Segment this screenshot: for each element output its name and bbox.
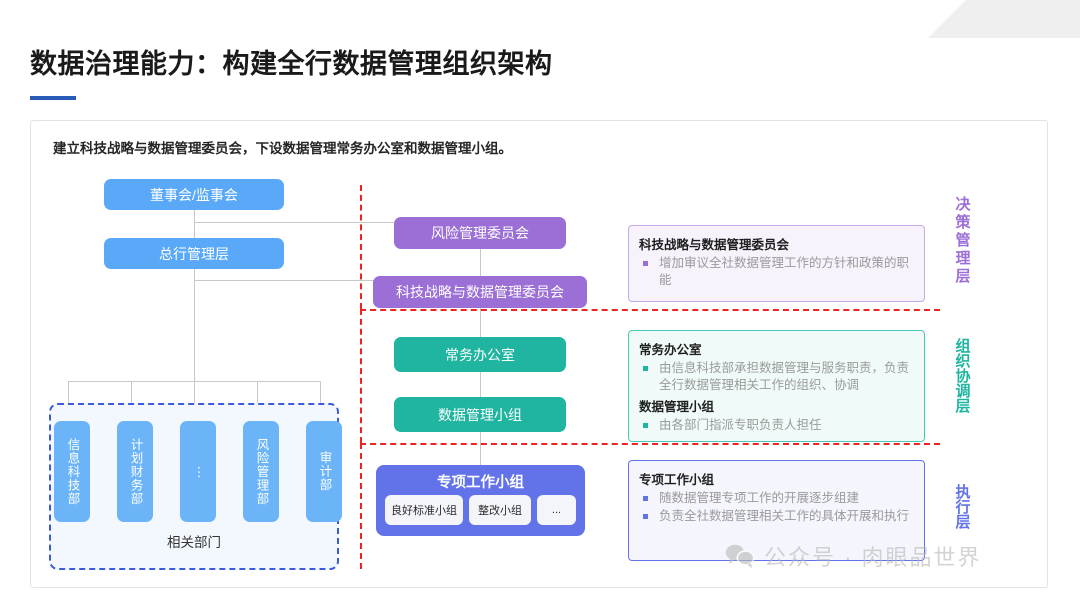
watermark: 公众号 · 肉眼品世界	[725, 540, 982, 572]
connector-line	[194, 381, 195, 419]
corner-decoration	[928, 0, 1080, 38]
connector-line	[194, 222, 394, 223]
zone-divider-vertical	[360, 309, 362, 443]
connector-line	[480, 248, 481, 280]
zone-divider-decision-coordination	[360, 309, 940, 311]
work-group-chip[interactable]: ...	[537, 495, 576, 525]
description-bullet-text: 随数据管理专项工作的开展逐步组建	[659, 491, 860, 505]
description-heading-secondary: 数据管理小组	[639, 400, 715, 414]
org-box-board[interactable]: 董事会/监事会	[104, 179, 284, 210]
layer-label-coordination: 组织协调层	[953, 337, 971, 413]
special-work-group-title: 专项工作小组	[437, 475, 524, 491]
description-bullet: 随数据管理专项工作的开展逐步组建	[639, 490, 914, 507]
title-underline	[30, 96, 76, 100]
org-box-risk-committee[interactable]: 风险管理委员会	[394, 217, 566, 249]
connector-line	[480, 308, 481, 344]
content-card: 建立科技战略与数据管理委员会，下设数据管理常务办公室和数据管理小组。 董事会/监…	[30, 120, 1048, 588]
description-panel-standing-office: 常务办公室 由信息科技部承担数据管理与服务职责，负责全行数据管理相关工作的组织、…	[628, 330, 925, 442]
related-departments-caption: 相关部门	[167, 535, 221, 550]
org-box-label: 董事会/监事会	[150, 186, 238, 203]
description-bullet-text: 由各部门指派专职负责人担任	[659, 418, 822, 432]
page-title: 数据治理能力：构建全行数据管理组织架构	[30, 49, 553, 79]
connector-line	[480, 432, 481, 465]
description-panel-special-work-group: 专项工作小组 随数据管理专项工作的开展逐步组建 负责全社数据管理相关工作的具体开…	[628, 460, 925, 561]
connector-line	[480, 372, 481, 402]
department-box[interactable]: 风险管理部	[243, 421, 279, 522]
layer-label-decision: 决策管理层	[953, 196, 971, 286]
zone-divider-vertical	[360, 185, 362, 309]
related-departments-group: 信息科技部 计划财务部 ⋮ 风险管理部 审计部 相关部门	[49, 403, 342, 570]
wechat-icon	[725, 544, 755, 569]
watermark-text: 公众号 · 肉眼品世界	[764, 545, 982, 570]
department-box[interactable]: 信息科技部	[54, 421, 90, 522]
description-bullet: 由各部门指派专职负责人担任	[639, 417, 914, 434]
description-bullet-text: 增加审议全社数据管理工作的方针和政策的职能	[659, 256, 910, 287]
description-panel-tech-data-committee: 科技战略与数据管理委员会 增加审议全社数据管理工作的方针和政策的职能	[628, 225, 925, 302]
description-bullet-text: 负责全社数据管理相关工作的具体开展和执行	[659, 509, 910, 523]
zone-divider-coordination-execution	[360, 443, 940, 445]
zone-divider-vertical	[360, 443, 362, 569]
description-bullet: 负责全社数据管理相关工作的具体开展和执行	[639, 508, 914, 525]
layer-label-execution: 执行层	[953, 483, 971, 529]
description-bullet: 增加审议全社数据管理工作的方针和政策的职能	[639, 255, 914, 289]
connector-line	[320, 381, 321, 419]
description-heading: 科技战略与数据管理委员会	[639, 238, 790, 252]
org-box-head-office-management[interactable]: 总行管理层	[104, 238, 284, 269]
org-box-data-management-team[interactable]: 数据管理小组	[394, 397, 566, 432]
connector-line	[194, 280, 394, 281]
work-group-chip[interactable]: 整改小组	[469, 495, 531, 525]
description-bullet-text: 由信息科技部承担数据管理与服务职责，负责全行数据管理相关工作的组织、协调	[659, 361, 910, 392]
org-box-tech-data-committee[interactable]: 科技战略与数据管理委员会	[373, 276, 587, 308]
bullet-square-icon	[643, 514, 648, 519]
department-box[interactable]: ⋮	[180, 421, 216, 522]
bullet-square-icon	[643, 496, 648, 501]
department-box[interactable]: 计划财务部	[117, 421, 153, 522]
description-heading: 常务办公室	[639, 343, 702, 357]
bullet-square-icon	[643, 423, 648, 428]
connector-line	[131, 381, 132, 419]
department-box[interactable]: 审计部	[306, 421, 342, 522]
org-box-label: 常务办公室	[445, 346, 515, 363]
org-box-label: 总行管理层	[159, 245, 229, 262]
card-subtitle: 建立科技战略与数据管理委员会，下设数据管理常务办公室和数据管理小组。	[53, 141, 512, 156]
bullet-square-icon	[643, 261, 648, 266]
connector-line	[68, 381, 69, 419]
org-box-standing-office[interactable]: 常务办公室	[394, 337, 566, 372]
work-group-chip[interactable]: 良好标准小组	[385, 495, 463, 525]
org-box-label: 数据管理小组	[438, 406, 522, 423]
connector-line	[194, 269, 195, 381]
bullet-square-icon	[643, 366, 648, 371]
description-heading: 专项工作小组	[639, 473, 715, 487]
description-bullet: 由信息科技部承担数据管理与服务职责，负责全行数据管理相关工作的组织、协调	[639, 360, 914, 394]
org-box-label: 风险管理委员会	[431, 225, 529, 241]
special-work-group-panel[interactable]: 专项工作小组 良好标准小组 整改小组 ...	[376, 465, 585, 536]
org-box-label: 科技战略与数据管理委员会	[396, 284, 564, 300]
connector-line	[257, 381, 258, 419]
